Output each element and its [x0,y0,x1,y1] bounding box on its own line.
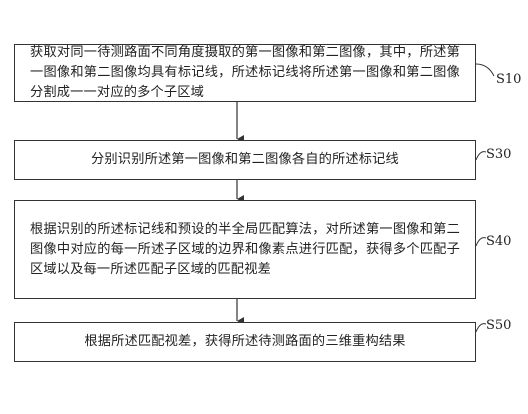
leader-s40 [475,237,487,247]
step-text-s10: 获取对同一待测路面不同角度摄取的第一图像和第二图像，其中，所述第一图像和第二图像… [30,45,460,100]
step-label-s40: S40 [486,234,512,249]
step-text-s50: 根据所述匹配视差，获得所述待测路面的三维重构结果 [84,334,406,349]
step-text-s30: 分别识别所述第一图像和第二图像各自的所述标记线 [91,152,399,167]
step-label-s50: S50 [486,318,512,333]
step-label-s10: S10 [496,72,522,87]
leader-s10 [475,63,495,77]
step-box-s40: 根据识别的所述标记线和预设的半全局匹配算法，对所述第一图像和第二图像中对应的每一… [14,200,476,299]
leader-s50 [475,323,487,333]
step-box-s30: 分别识别所述第一图像和第二图像各自的所述标记线 [14,140,476,180]
leader-s30 [475,151,487,161]
step-box-s10: 获取对同一待测路面不同角度摄取的第一图像和第二图像，其中，所述第一图像和第二图像… [14,44,476,102]
step-box-s50: 根据所述匹配视差，获得所述待测路面的三维重构结果 [14,322,476,362]
step-text-s40: 根据识别的所述标记线和预设的半全局匹配算法，对所述第一图像和第二图像中对应的每一… [30,221,460,277]
step-label-s30: S30 [486,147,512,162]
